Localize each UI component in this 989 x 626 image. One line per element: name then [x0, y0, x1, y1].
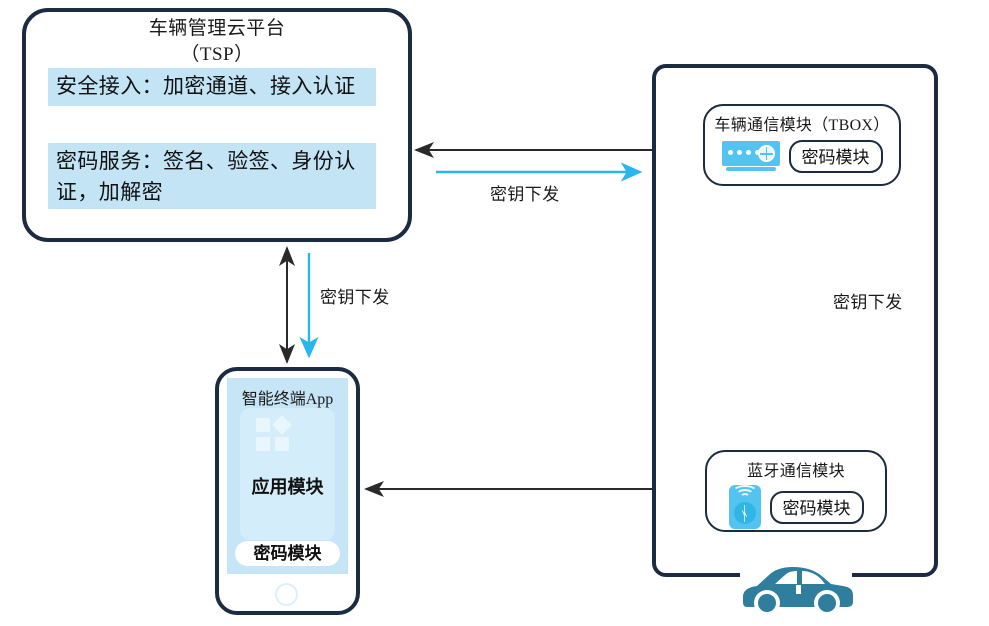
label-key-distribution-left: 密钥下发 — [320, 288, 390, 307]
car-icon — [735, 557, 857, 617]
home-button-icon — [275, 583, 298, 606]
bluetooth-module-title: 蓝牙通信模块 — [747, 463, 845, 480]
tbox-crypto-module: 密码模块 — [788, 139, 883, 173]
bluetooth-icon: ᛀ — [728, 485, 761, 529]
phone-app-title: 智能终端App — [241, 391, 334, 408]
tsp-crypto-service-band: 密码服务：签名、验签、身份认证，加解密 — [48, 143, 376, 209]
tsp-secure-access-band: 安全接入：加密通道、接入认证 — [48, 68, 376, 106]
bluetooth-module-row: ᛀ 密码模块 — [707, 485, 885, 529]
phone-app-module-area — [240, 408, 335, 540]
tsp-subtitle-text: （TSP） — [180, 44, 254, 65]
bluetooth-module: 蓝牙通信模块 ᛀ 密码模块 — [705, 450, 887, 532]
app-grid-icon — [256, 415, 292, 452]
label-key-distribution-top: 密钥下发 — [490, 185, 560, 204]
tsp-title: 车辆管理云平台 （TSP） — [22, 16, 412, 68]
label-key-distribution-right: 密钥下发 — [833, 293, 903, 312]
bluetooth-crypto-module: 密码模块 — [769, 490, 864, 524]
phone-app-module-label: 应用模块 — [251, 477, 324, 497]
router-icon — [721, 139, 780, 173]
phone-crypto-module: 密码模块 — [235, 541, 340, 566]
tsp-title-text: 车辆管理云平台 — [148, 18, 286, 39]
tbox-module-title: 车辆通信模块（TBOX） — [714, 117, 890, 134]
tbox-module-row: 密码模块 — [705, 139, 899, 173]
tbox-module: 车辆通信模块（TBOX） 密码模块 — [703, 104, 901, 186]
